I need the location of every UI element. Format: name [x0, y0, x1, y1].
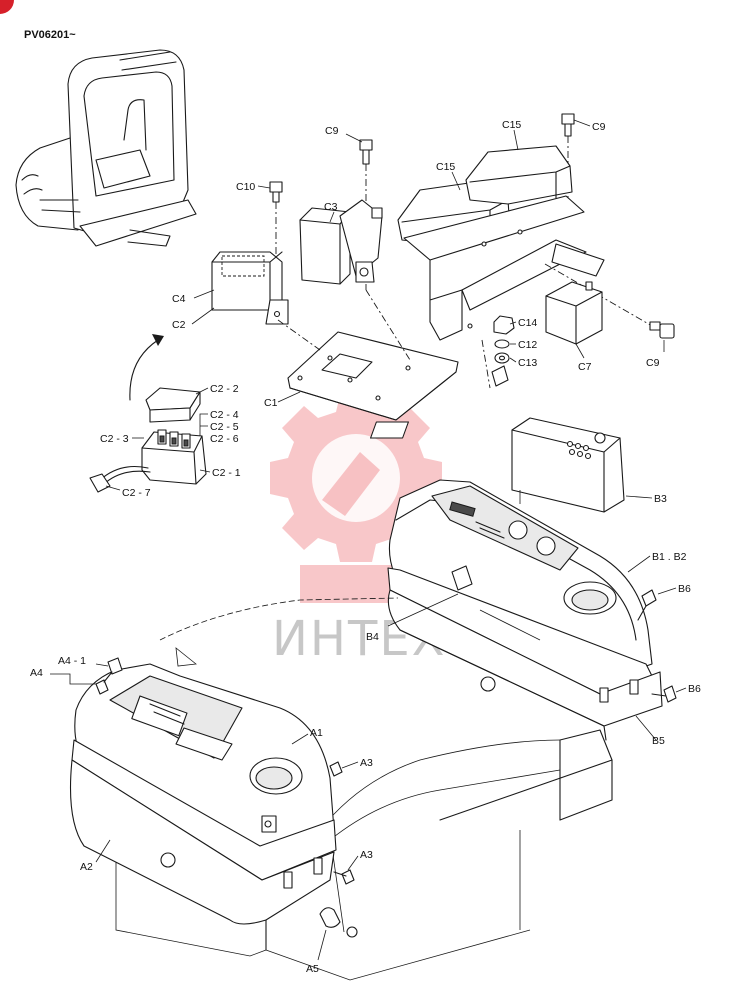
label-c3: C3	[324, 201, 338, 213]
label-c9-right: C9	[592, 121, 606, 133]
label-c14: C14	[518, 317, 537, 329]
c-small-hardware	[481, 315, 515, 389]
label-c7: C7	[578, 361, 592, 373]
upper-parts-assembly	[89, 113, 675, 493]
c3-unit	[299, 199, 383, 285]
label-c13: C13	[518, 357, 537, 369]
right-console-assembly	[369, 417, 677, 821]
c2-1-connector	[141, 429, 207, 485]
label-b1-b2: B1 . B2	[652, 551, 687, 563]
label-c9-top: C9	[325, 125, 339, 137]
b-console-body	[387, 479, 663, 741]
label-a4-1: A4 - 1	[58, 655, 86, 667]
label-c2-7: C2 - 7	[122, 487, 151, 499]
label-c12: C12	[518, 339, 537, 351]
c7-relay	[545, 281, 603, 345]
label-c2-4: C2 - 4	[210, 409, 239, 421]
c-bracket	[403, 195, 653, 341]
label-c2-5: C2 - 5	[210, 421, 239, 433]
label-a3-bottom: A3	[360, 849, 373, 861]
label-c10: C10	[236, 181, 255, 193]
left-console-assembly	[70, 657, 358, 951]
b-seat-base	[439, 729, 613, 821]
label-b3: B3	[654, 493, 667, 505]
label-c4: C4	[172, 293, 186, 305]
a5-cap	[319, 907, 358, 938]
label-c15-right: C15	[502, 119, 521, 131]
label-a2: A2	[80, 861, 93, 873]
part-labels: C9 C9 C9 C15 C15 C10 C3 C4 C2 C14 C12 C1…	[30, 119, 701, 975]
assembly-arrow-icon	[129, 334, 164, 401]
label-c15-left: C15	[436, 161, 455, 173]
a3-screws	[329, 761, 355, 885]
seat-frame	[115, 597, 561, 981]
c1-plate	[277, 289, 459, 421]
label-a1: A1	[310, 727, 323, 739]
c4-relay	[211, 251, 289, 325]
c10-bolt	[269, 181, 283, 320]
a-console-body	[70, 663, 337, 951]
label-c2: C2	[172, 319, 186, 331]
b6-screws	[637, 589, 677, 703]
label-b5: B5	[652, 735, 665, 747]
a4-key	[95, 657, 123, 695]
label-b4: B4	[366, 631, 379, 643]
leader-lines	[50, 119, 687, 961]
label-c1: C1	[264, 397, 278, 409]
c9-bottom-bolt	[649, 321, 675, 339]
label-c2-2: C2 - 2	[210, 383, 239, 395]
label-a4: A4	[30, 667, 43, 679]
c2-7-wire	[89, 465, 151, 493]
label-c9-bottom: C9	[646, 357, 660, 369]
label-a5: A5	[306, 963, 319, 975]
c2-2-cover	[145, 387, 201, 423]
b3-keypad-unit	[369, 417, 625, 513]
label-b6-bottom: B6	[688, 683, 701, 695]
label-c2-6: C2 - 6	[210, 433, 239, 445]
label-b6-top: B6	[678, 583, 691, 595]
serial-range: PV06201~	[24, 29, 76, 41]
excavator-overview-illustration	[15, 49, 197, 247]
label-a3-top: A3	[360, 757, 373, 769]
label-c2-1: C2 - 1	[212, 467, 241, 479]
label-c2-3: C2 - 3	[100, 433, 129, 445]
